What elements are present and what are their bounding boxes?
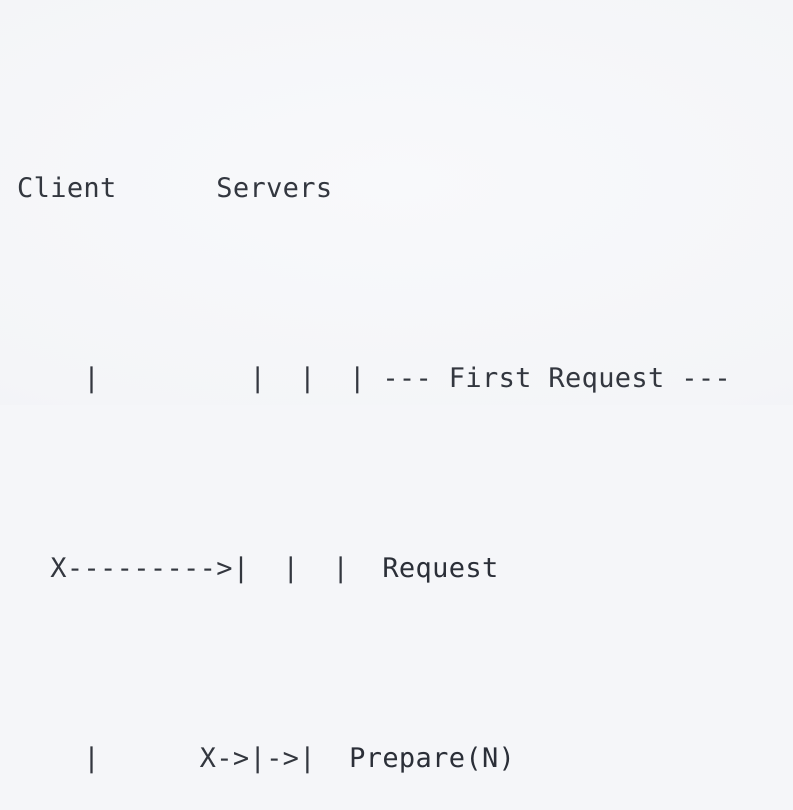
header-raw-text: Client Servers — [17, 173, 333, 204]
message-label-request: Request — [382, 553, 499, 584]
diagram-row-prepare: | X->|->| Prepare(N) — [17, 740, 777, 778]
arrow-art-request: X--------->| | | — [17, 553, 383, 584]
ascii-sequence-diagram: Client Servers | | | | --- First Request… — [0, 0, 793, 774]
ascii-text-canvas: Client Servers | | | | --- First Request… — [17, 18, 777, 810]
section-rule-label: --- First Request --- — [382, 363, 732, 394]
diagram-header-row: Client Servers — [17, 170, 777, 208]
diagram-row-section-rule: | | | | --- First Request --- — [17, 360, 777, 398]
diagram-row-request: X--------->| | | Request — [17, 550, 777, 588]
arrow-art-prepare: | X->|->| — [17, 743, 350, 774]
message-label-prepare: Prepare(N) — [349, 743, 516, 774]
lifelines-art: | | | | — [17, 363, 383, 394]
